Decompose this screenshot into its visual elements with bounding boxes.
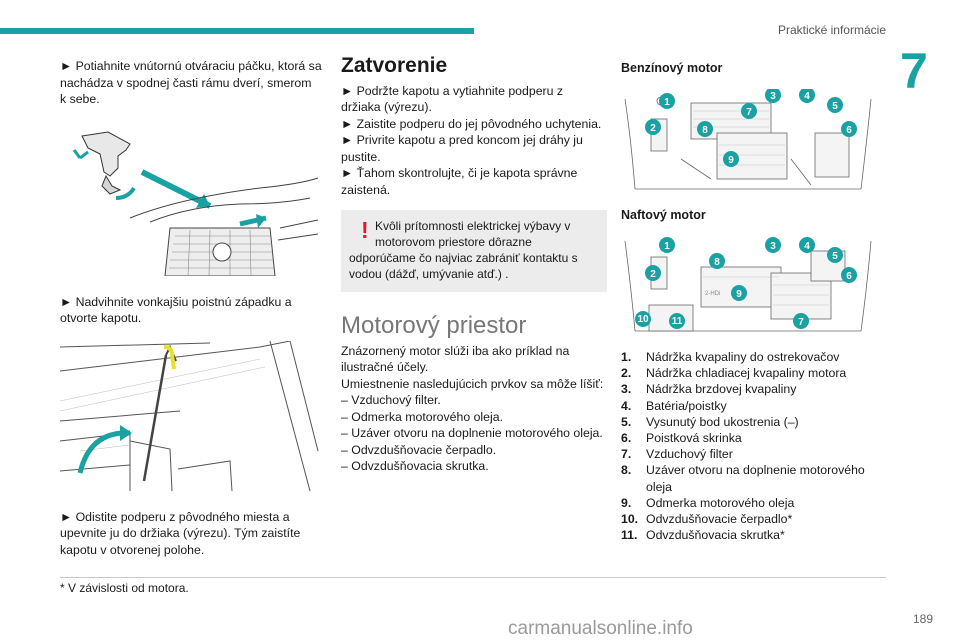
svg-text:9: 9 xyxy=(728,155,734,166)
text-line: nachádza v spodnej časti rámu dverí, sme… xyxy=(60,75,312,90)
legend-item: 8.Uzáver otvoru na doplnenie motorového xyxy=(621,463,865,478)
svg-text:2: 2 xyxy=(650,123,656,134)
illustration-diesel-engine: 2-HDi 1 2 3 4 5 6 7 8 9 10 11 xyxy=(621,237,881,333)
engine-badge: 2-HDi xyxy=(705,291,720,297)
warning-line: odporúčame čo najviac zabrániť kontaktu … xyxy=(349,251,578,265)
closing-instructions: ► Podržte kapotu a vytiahnite podperu z … xyxy=(341,83,607,199)
page-number: 189 xyxy=(913,612,934,626)
diesel-engine-title: Naftový motor xyxy=(621,207,706,222)
engine-description: Znázornený motor slúži iba ako príklad n… xyxy=(341,343,607,475)
page-header-title: Praktické informácie xyxy=(777,23,886,37)
text-line: kapotu v otvorenej polohe. xyxy=(60,542,205,557)
text-line: ► Potiahnite vnútornú otváraciu páčku, k… xyxy=(60,59,322,73)
warning-line: motorovom priestore dôrazne xyxy=(375,235,532,249)
legend-item: 10.Odvzdušňovacie čerpadlo* xyxy=(621,512,793,527)
svg-text:1: 1 xyxy=(664,241,670,252)
section-title-closing: Zatvorenie xyxy=(341,54,448,77)
svg-text:10: 10 xyxy=(637,314,649,325)
text-line: – Odvzdušňovacie čerpadlo. xyxy=(341,442,497,457)
text-line: zaistená. xyxy=(341,182,391,197)
svg-text:4: 4 xyxy=(804,241,810,252)
text-line: ilustračné účely. xyxy=(341,360,429,374)
svg-text:3: 3 xyxy=(770,91,776,102)
legend-item: 5.Vysunutý bod ukostrenia (–) xyxy=(621,414,799,429)
text-line: pustite. xyxy=(341,149,381,164)
text-line: ► Zaistite podperu do jej pôvodného uchy… xyxy=(341,116,602,131)
warning-line: Kvôli prítomnosti elektrickej výbavy v xyxy=(375,219,571,233)
instruction-secure-prop: ► Odistite podperu z pôvodného miesta a … xyxy=(60,509,322,559)
text-line: ► Odistite podperu z pôvodného miesta a xyxy=(60,509,290,524)
svg-text:8: 8 xyxy=(714,257,720,268)
legend-item: 4.Batéria/poistky xyxy=(621,398,727,413)
legend-item: 1.Nádržka kvapaliny do ostrekovačov xyxy=(621,350,840,364)
header-accent-bar xyxy=(0,28,474,34)
svg-text:7: 7 xyxy=(746,107,752,118)
engine-legend: 1.Nádržka kvapaliny do ostrekovačov 2.Ná… xyxy=(621,349,891,543)
svg-text:9: 9 xyxy=(736,289,742,300)
column-middle: Zatvorenie ► Podržte kapotu a vytiahnite… xyxy=(341,54,607,475)
svg-text:2: 2 xyxy=(650,269,656,280)
text-line: otvorte kapotu. xyxy=(60,311,142,325)
petrol-engine-title: Benzínový motor xyxy=(621,61,723,75)
text-line: ► Ťahom skontrolujte, či je kapota správ… xyxy=(341,166,578,180)
watermark: carmanualsonline.info xyxy=(508,618,693,639)
text-line: – Vzduchový filter. xyxy=(341,393,441,407)
svg-text:3: 3 xyxy=(770,241,776,252)
svg-text:11: 11 xyxy=(672,316,683,327)
legend-item: 7.Vzduchový filter xyxy=(621,447,733,462)
illustration-hood-prop xyxy=(60,340,320,491)
text-line: – Odvzdušňovacia skrutka. xyxy=(341,459,489,473)
section-title-engine-compartment: Motorový priestor xyxy=(341,312,527,339)
warning-icon: ! xyxy=(361,217,369,243)
text-line: ► Nadvihnite vonkajšiu poistnú západku a xyxy=(60,294,292,309)
warning-line: vodou (dážď, umývanie atď.) . xyxy=(349,267,509,281)
text-line: ► Privrite kapotu a pred koncom jej dráh… xyxy=(341,133,583,147)
instruction-lift-latch: ► Nadvihnite vonkajšiu poistnú západku a… xyxy=(60,294,322,327)
svg-text:6: 6 xyxy=(846,271,852,282)
legend-item: 11.Odvzdušňovacia skrutka* xyxy=(621,528,785,543)
svg-text:5: 5 xyxy=(832,101,838,112)
legend-item: oleja xyxy=(646,479,672,494)
legend-item: 2.Nádržka chladiacej kvapaliny motora xyxy=(621,366,847,381)
chapter-number: 7 xyxy=(900,43,928,99)
engine-markers: 1 2 3 4 5 6 7 8 9 10 11 xyxy=(635,237,857,329)
text-line: ► Podržte kapotu a vytiahnite podperu z xyxy=(341,83,564,98)
svg-text:8: 8 xyxy=(702,125,708,136)
engine-markers: 1 2 3 4 5 6 7 8 9 xyxy=(645,86,857,167)
legend-item: 3.Nádržka brzdovej kvapaliny xyxy=(621,382,797,397)
column-right: Benzínový motor xyxy=(621,58,891,543)
illustration-hood-lever xyxy=(60,127,320,276)
text-line: – Uzáver otvoru na doplnenie motorového … xyxy=(341,426,603,440)
legend-item: 6.Poistková skrinka xyxy=(621,431,742,446)
text-line: – Odmerka motorového oleja. xyxy=(341,409,503,424)
svg-text:4: 4 xyxy=(804,91,810,102)
instruction-pull-lever: ► Potiahnite vnútornú otváraciu páčku, k… xyxy=(60,58,322,108)
footnote: * V závislosti od motora. xyxy=(60,581,189,595)
svg-text:1: 1 xyxy=(664,97,670,108)
text-line: Znázornený motor slúži iba ako príklad n… xyxy=(341,343,570,358)
svg-text:6: 6 xyxy=(846,125,852,136)
svg-text:5: 5 xyxy=(832,251,838,262)
svg-text:7: 7 xyxy=(798,317,804,328)
legend-item: 9.Odmerka motorového oleja xyxy=(621,495,795,510)
text-line: k sebe. xyxy=(60,92,100,106)
text-line: upevnite ju do držiaka (výrezu). Tým zai… xyxy=(60,526,301,540)
text-line: držiaka (výrezu). xyxy=(341,100,432,114)
illustration-petrol-engine: 1 2 3 4 5 6 7 8 9 xyxy=(621,86,881,193)
column-left: ► Potiahnite vnútornú otváraciu páčku, k… xyxy=(60,58,322,558)
footer-divider xyxy=(60,577,886,578)
text-line: Umiestnenie nasledujúcich prvkov sa môže… xyxy=(341,376,604,391)
warning-box: ! Kvôli prítomnosti elektrickej výbavy v… xyxy=(341,210,607,292)
